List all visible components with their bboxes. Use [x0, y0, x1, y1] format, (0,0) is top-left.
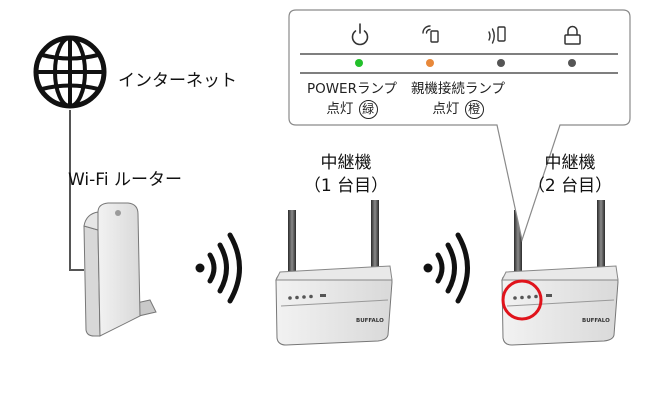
- parent-lamp-state: 点灯 橙: [404, 99, 512, 119]
- router-label: Wi-Fi ルーター: [68, 170, 182, 190]
- power-lamp-color-badge: 緑: [358, 100, 378, 119]
- repeater-2-label: 中継機 （2 台目）: [500, 152, 640, 198]
- repeater-2-title: 中継機: [544, 153, 596, 173]
- repeater-2-subtitle: （2 台目）: [527, 176, 613, 196]
- parent-lamp-caption: 親機接続ランプ 点灯 橙: [404, 79, 512, 119]
- parent-connection-icon: [422, 25, 439, 43]
- wifi-router: [83, 202, 157, 337]
- internet-label: インターネット: [118, 71, 237, 91]
- power-lamp-caption: POWERランプ 点灯 緑: [300, 79, 404, 119]
- power-icon: [351, 23, 369, 46]
- repeater-1-leds: [288, 294, 313, 300]
- lock-icon: [564, 25, 581, 45]
- repeater-1-antenna-right: [371, 200, 379, 278]
- repeater-1-brand-logo: BUFFALO: [356, 318, 384, 324]
- repeater-2-brand-logo: BUFFALO: [582, 318, 610, 324]
- repeater-1: BUFFALO: [275, 200, 393, 346]
- network-cable: [69, 110, 84, 271]
- led-highlight-circle: [501, 279, 543, 321]
- wireless-device-icon: [488, 26, 506, 44]
- router-indicator-icon: [115, 210, 121, 216]
- led-callout-bubble: [288, 9, 631, 243]
- parent-lamp-color-badge: 橙: [464, 100, 484, 119]
- wifi-signal-icon: [195, 232, 242, 304]
- power-lamp-name: POWERランプ: [306, 81, 398, 97]
- repeater-1-title: 中継機: [320, 153, 372, 173]
- internet-globe-icon: [33, 35, 107, 109]
- power-lamp-state: 点灯 緑: [300, 99, 404, 119]
- wifi-signal-icon: [423, 232, 470, 304]
- lock-led: [568, 59, 576, 67]
- power-lamp-state-text: 点灯: [326, 101, 354, 117]
- repeater-2-antenna-right: [597, 200, 605, 278]
- wireless-led: [497, 59, 505, 67]
- repeater-1-label: 中継機 （1 台目）: [276, 152, 416, 198]
- parent-connection-led: [426, 59, 434, 67]
- repeater-1-subtitle: （1 台目）: [303, 176, 389, 196]
- parent-lamp-name: 親機接続ランプ: [410, 81, 506, 97]
- parent-lamp-state-text: 点灯: [432, 101, 460, 117]
- repeater-2-leds: [513, 294, 538, 300]
- power-led: [355, 59, 363, 67]
- repeater-1-antenna-left: [288, 210, 296, 278]
